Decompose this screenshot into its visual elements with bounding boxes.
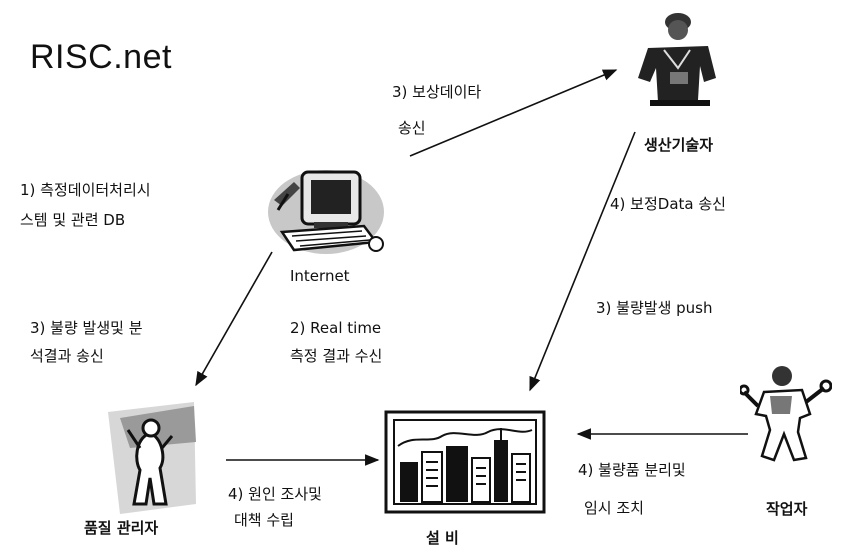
- defect-isolation-label-line2: 임시 조치: [584, 499, 644, 517]
- measurement-system-label-line1: 1) 측정데이터처리시: [20, 181, 151, 199]
- arrow-engineer-to-equipment: [529, 131, 636, 392]
- quality-manager-icon: [108, 402, 196, 514]
- defect-isolation-label-line1: 4) 불량품 분리및: [578, 461, 686, 479]
- factory-icon: [384, 410, 546, 514]
- measurement-system-label-line2: 스템 및 관련 DB: [20, 211, 126, 229]
- compensation-data-label-line2: 송신: [398, 119, 426, 137]
- worker-label: 작업자: [766, 500, 808, 518]
- engineer-label: 생산기술자: [644, 136, 714, 154]
- defect-push-label: 3) 불량발생 push: [596, 299, 713, 317]
- defect-analysis-label-line2: 석결과 송신: [30, 347, 104, 365]
- defect-analysis-label-line1: 3) 불량 발생및 분: [30, 319, 143, 337]
- internet-label: Internet: [290, 267, 350, 285]
- realtime-label-line1: 2) Real time: [290, 319, 382, 337]
- cause-label-line2: 대책 수립: [234, 511, 294, 529]
- compensation-data-label-line1: 3) 보상데이타: [392, 83, 482, 101]
- equipment-label: 설 비: [426, 529, 459, 547]
- diagram-title: RISC.net: [30, 38, 172, 76]
- realtime-label-line2: 측정 결과 수신: [290, 347, 383, 365]
- engineer-icon: [638, 13, 716, 106]
- correction-data-label: 4) 보정Data 송신: [610, 195, 726, 213]
- arrow-internet-to-engineer: [409, 69, 618, 157]
- worker-icon: [740, 366, 832, 462]
- cause-label-line1: 4) 원인 조사및: [228, 485, 322, 503]
- arrow-internet-to-quality: [195, 251, 273, 387]
- quality-manager-label: 품질 관리자: [84, 519, 159, 537]
- computer-icon: [268, 170, 384, 254]
